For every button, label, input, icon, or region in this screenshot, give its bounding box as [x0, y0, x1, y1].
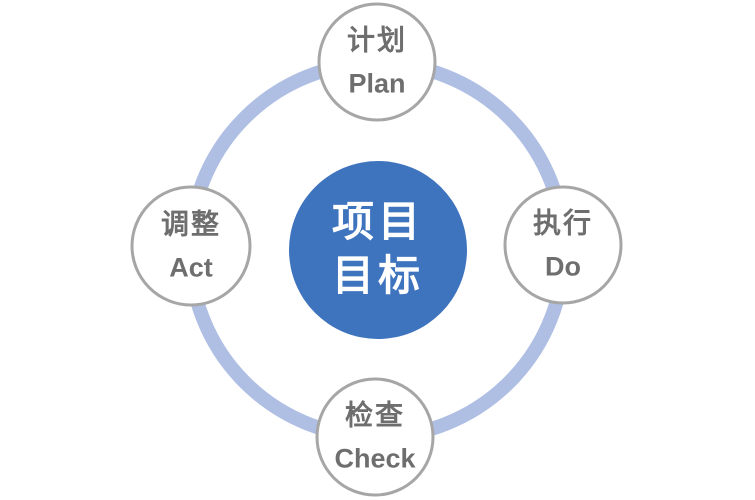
- node-circle-check: [315, 377, 435, 497]
- node-circle-do: [503, 185, 623, 305]
- node-circle-plan: [317, 2, 437, 122]
- center-goal-circle: [289, 161, 467, 339]
- node-circle-act: [130, 185, 252, 307]
